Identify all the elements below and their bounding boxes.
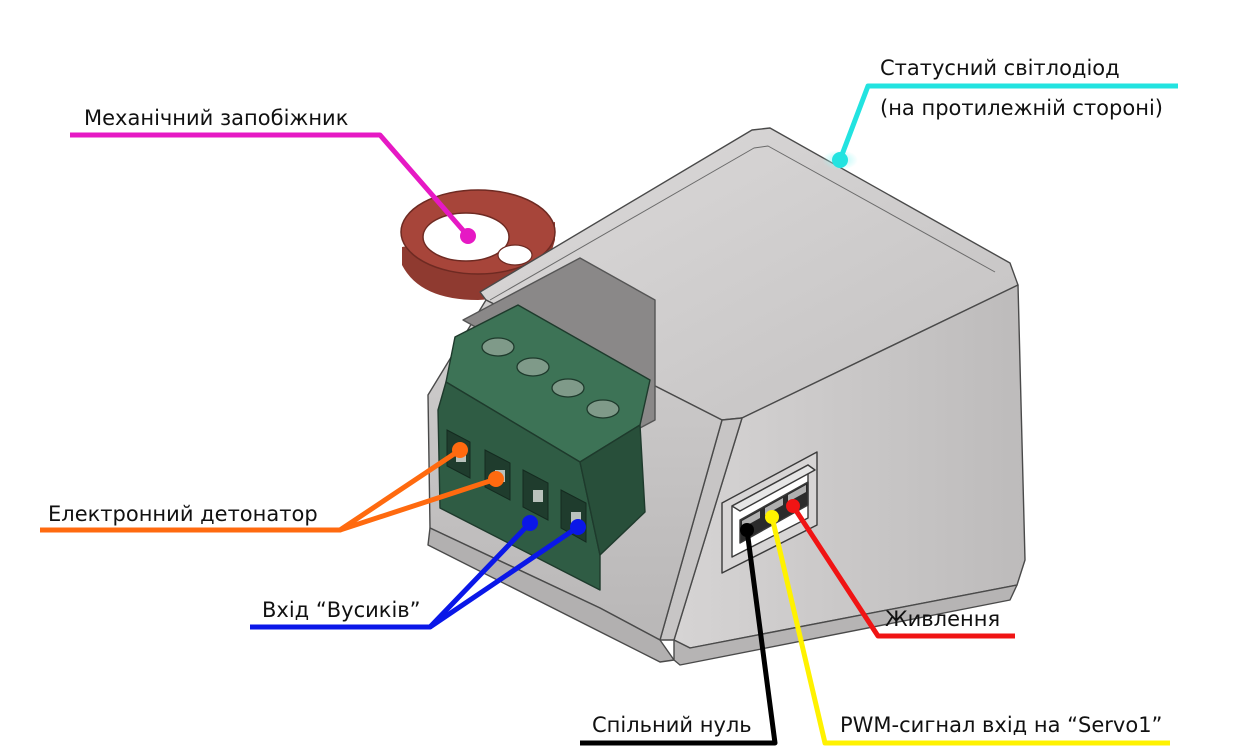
status-led-dot bbox=[832, 152, 848, 168]
callout-dots bbox=[452, 152, 848, 537]
whiskers-dot-b bbox=[570, 519, 586, 535]
power-callout-line bbox=[790, 504, 1015, 639]
ground-dot bbox=[740, 523, 754, 537]
safety-ring-icon bbox=[400, 189, 556, 300]
detonator-dot-b bbox=[488, 471, 504, 487]
status-led-callout-line bbox=[837, 83, 1178, 161]
detonator-callout-line-b bbox=[339, 476, 497, 533]
ground-callout-line bbox=[580, 529, 778, 746]
pwm-label: PWM-сигнал вхід на “Servo1” bbox=[840, 713, 1163, 737]
whiskers-callout-line-b bbox=[428, 524, 580, 630]
fuse-dot bbox=[460, 228, 476, 244]
power-label: Живлення bbox=[885, 607, 1001, 631]
pwm-dot bbox=[765, 510, 779, 524]
whiskers-dot-a bbox=[522, 515, 538, 531]
whiskers-label: Вхід “Вусиків” bbox=[262, 598, 421, 622]
terminal-screws bbox=[481, 337, 620, 419]
pwm-callout-line bbox=[769, 516, 1170, 746]
ground-label: Спільний нуль bbox=[592, 713, 752, 737]
detonator-label: Електронний детонатор bbox=[48, 502, 318, 526]
status-led-label-line1: Статусний світлодіод bbox=[880, 56, 1120, 80]
status-led-label-line2: (на протилежній стороні) bbox=[880, 96, 1163, 120]
power-dot bbox=[786, 499, 800, 513]
fuse-callout-line bbox=[70, 132, 470, 238]
detonator-dot-a bbox=[452, 442, 468, 458]
fuse-label: Механічний запобіжник bbox=[84, 106, 349, 130]
